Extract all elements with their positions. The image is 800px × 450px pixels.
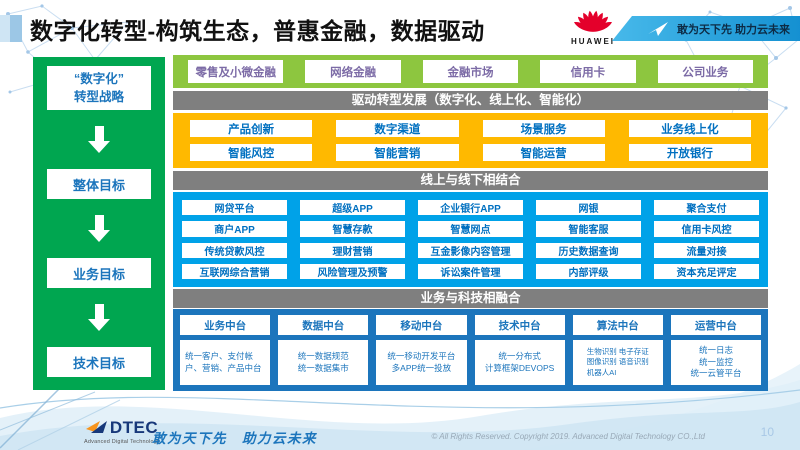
application-box: 智慧存款 <box>300 221 405 237</box>
platform-header: 业务中台 <box>180 315 271 335</box>
platform-desc: 统一数据规范 统一数据集市 <box>278 340 369 385</box>
platform-desc: 统一客户、支付帐户、营销、产品中台 <box>180 340 271 385</box>
platform-column-technology: 技术中台 统一分布式 计算框架DEVOPS <box>474 315 565 385</box>
huawei-wordmark: HUAWEI <box>571 37 615 46</box>
paper-plane-icon <box>648 21 668 36</box>
application-box: 传统贷款风控 <box>182 242 287 258</box>
business-line-row: 零售及小微金融 网络金融 金融市场 信用卡 公司业务 <box>173 55 768 88</box>
application-box: 网银 <box>536 200 641 216</box>
capability-grid: 产品创新 数字渠道 场景服务 业务线上化 智能风控 智能营销 智能运营 开放银行 <box>173 113 768 168</box>
down-arrow-icon <box>88 304 110 331</box>
application-box: 互金影像内容管理 <box>418 242 523 258</box>
application-box: 超级APP <box>300 200 405 216</box>
platform-header: 移动中台 <box>376 315 467 335</box>
goal-box-overall: 整体目标 <box>47 169 151 199</box>
application-box: 企业银行APP <box>418 200 523 216</box>
application-box: 信用卡风控 <box>654 221 759 237</box>
application-box: 流量对接 <box>654 242 759 258</box>
capability-box: 智能风控 <box>190 144 313 161</box>
platform-column-algorithm: 算法中台 生物识别 电子存证 图像识别 语音识别 机器人AI <box>572 315 663 385</box>
application-box: 商户APP <box>182 221 287 237</box>
platform-desc: 统一日志 统一监控 统一云管平台 <box>670 340 762 385</box>
application-box: 智能客服 <box>536 221 641 237</box>
application-grid: 网贷平台 超级APP 企业银行APP 网银 聚合支付 商户APP 智慧存款 智慧… <box>173 192 768 287</box>
platform-column-operation: 运营中台 统一日志 统一监控 统一云管平台 <box>670 315 762 385</box>
application-box: 网贷平台 <box>182 200 287 216</box>
business-line-box: 网络金融 <box>305 60 401 83</box>
page-number: 10 <box>760 425 774 439</box>
business-line-box: 信用卡 <box>540 60 636 83</box>
capability-box: 产品创新 <box>190 120 313 137</box>
dtec-subtext: Advanced Digital Technology <box>84 439 160 445</box>
business-line-box: 公司业务 <box>657 60 754 83</box>
slogan-banner: 敢为天下先 助力云未来 <box>612 16 800 41</box>
strategy-sidebar: “数字化” 转型战略 整体目标 业务目标 技术目标 <box>33 57 165 390</box>
goal-box-technology: 技术目标 <box>47 347 151 377</box>
footer-slogan: 敢为天下先 助力云未来 <box>152 431 317 446</box>
application-box: 智慧网点 <box>418 221 523 237</box>
application-box: 历史数据查询 <box>536 242 641 258</box>
application-box: 内部评级 <box>536 263 641 279</box>
platform-desc: 统一分布式 计算框架DEVOPS <box>474 340 565 385</box>
section-bar-online-offline: 线上与线下相结合 <box>173 171 768 190</box>
dtec-logo-icon <box>85 421 107 433</box>
dtec-wordmark: DTEC <box>109 418 159 437</box>
dtec-logo: DTEC Advanced Digital Technology <box>84 418 160 445</box>
capability-box: 业务线上化 <box>628 120 751 137</box>
platform-column-mobile: 移动中台 统一移动开发平台 多APP统一投放 <box>376 315 467 385</box>
down-arrow-icon <box>88 126 110 153</box>
capability-box: 数字渠道 <box>336 120 459 137</box>
platform-desc: 统一移动开发平台 多APP统一投放 <box>376 340 467 385</box>
application-box: 资本充足评定 <box>654 263 759 279</box>
platform-header: 数据中台 <box>278 315 369 335</box>
capability-box: 智能运营 <box>482 144 605 161</box>
business-line-box: 零售及小微金融 <box>188 60 284 83</box>
copyright-text: © All Rights Reserved. Copyright 2019. A… <box>431 432 705 441</box>
platform-header: 运营中台 <box>670 315 762 335</box>
banner-slogan: 敢为天下先 助力云未来 <box>677 23 791 36</box>
huawei-logo: HUAWEI <box>566 5 620 46</box>
application-box: 风险管理及预警 <box>300 263 405 279</box>
platform-grid: 业务中台 统一客户、支付帐户、营销、产品中台 数据中台 统一数据规范 统一数据集… <box>173 309 768 391</box>
platform-column-business: 业务中台 统一客户、支付帐户、营销、产品中台 <box>180 315 271 385</box>
application-box: 诉讼案件管理 <box>418 263 523 279</box>
business-line-box: 金融市场 <box>422 60 519 83</box>
page-title: 数字化转型-构筑生态，普惠金融，数据驱动 <box>30 18 485 44</box>
application-box: 互联网综合营销 <box>182 263 287 279</box>
platform-header: 算法中台 <box>572 315 663 335</box>
capability-box: 开放银行 <box>628 144 751 161</box>
huawei-flower-icon <box>574 10 612 32</box>
strategy-box: “数字化” 转型战略 <box>47 66 151 110</box>
title-accent-bar <box>0 15 22 42</box>
platform-desc: 生物识别 电子存证 图像识别 语音识别 机器人AI <box>572 340 663 385</box>
capability-box: 智能营销 <box>336 144 459 161</box>
application-box: 聚合支付 <box>654 200 759 216</box>
down-arrow-icon <box>88 215 110 242</box>
capability-box: 场景服务 <box>482 120 605 137</box>
application-box: 理财营销 <box>300 242 405 258</box>
goal-box-business: 业务目标 <box>47 258 151 288</box>
section-bar-drive: 驱动转型发展（数字化、线上化、智能化） <box>173 91 768 110</box>
platform-header: 技术中台 <box>474 315 565 335</box>
platform-column-data: 数据中台 统一数据规范 统一数据集市 <box>278 315 369 385</box>
section-bar-tech-fusion: 业务与科技相融合 <box>173 289 768 308</box>
